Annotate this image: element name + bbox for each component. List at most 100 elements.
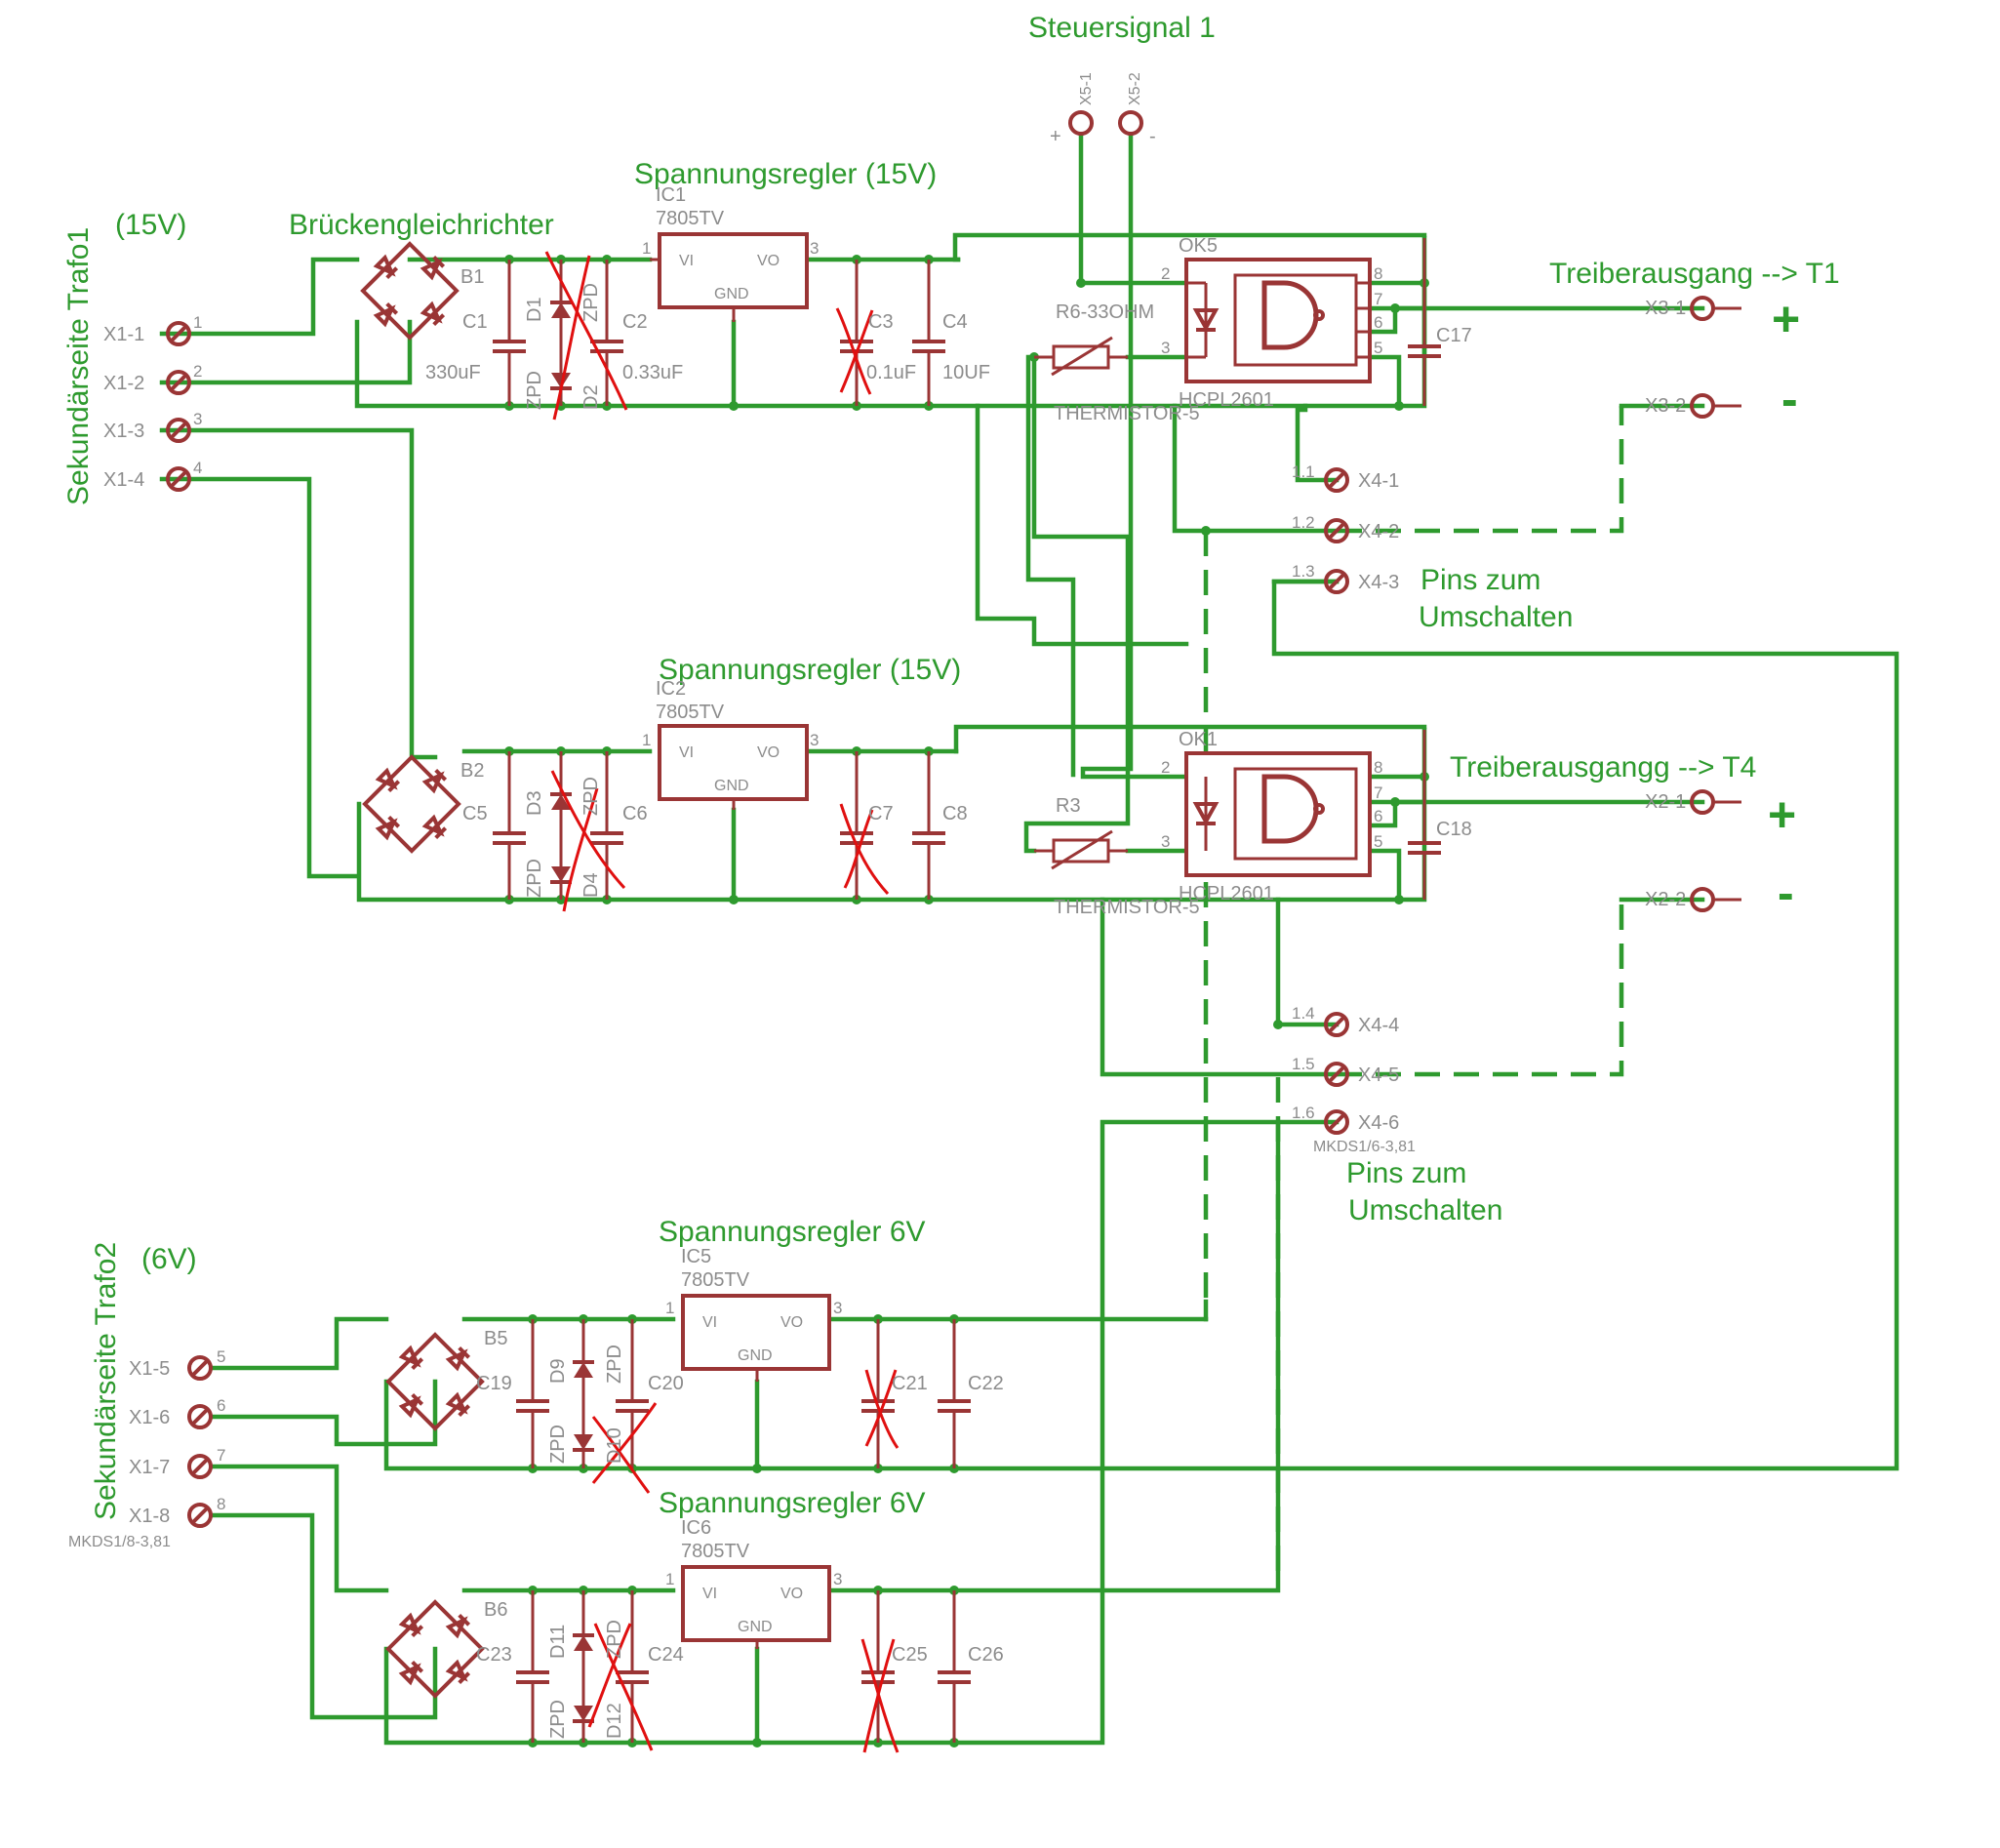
schematic-label: 1.3 xyxy=(1292,562,1315,581)
schematic-label: ZPD xyxy=(547,1700,569,1739)
schematic-label: ZPD xyxy=(524,371,545,410)
schematic-label: B1 xyxy=(460,266,484,288)
schematic-label: 5 xyxy=(1374,832,1382,851)
schematic-label: OK5 xyxy=(1179,235,1218,257)
capacitor-c17 xyxy=(1406,238,1443,406)
schematic-label: B2 xyxy=(460,760,484,782)
schematic-label: 3 xyxy=(193,410,202,428)
schematic-label: C22 xyxy=(968,1373,1004,1394)
junctions xyxy=(504,255,1429,1748)
schematic-label: 3 xyxy=(1161,832,1170,851)
schematic-label: C7 xyxy=(868,803,894,824)
schematic-label: C6 xyxy=(622,803,648,824)
cross-out-marks xyxy=(544,251,900,1753)
schematic-label: 6 xyxy=(1374,313,1382,332)
schematic-label: 7 xyxy=(1374,783,1382,802)
schematic-label: 330uF xyxy=(425,362,481,383)
schematic-label: ZPD xyxy=(524,859,545,898)
schematic-label: MKDS1/8-3,81 xyxy=(68,1534,171,1550)
schematic-label: 8 xyxy=(1374,264,1382,283)
trafo1-voltage: (15V) xyxy=(115,209,186,241)
schematic-label: GND xyxy=(714,778,749,794)
steuersignal-heading: Steuersignal 1 xyxy=(1028,12,1216,44)
x5-minus: - xyxy=(1149,126,1156,147)
schematic-label: D2 xyxy=(580,384,602,410)
schematic-label: 2 xyxy=(193,362,202,381)
schematic-label: 4 xyxy=(193,459,202,477)
schematic-label: R6-33OHM xyxy=(1056,301,1154,323)
schematic-label: X1-7 xyxy=(129,1457,170,1478)
trafo2-voltage: (6V) xyxy=(141,1243,197,1275)
schematic-label: X3-2 xyxy=(1645,395,1686,417)
regulator-ic1 xyxy=(650,232,809,322)
schematic-label: D3 xyxy=(524,790,545,816)
schematic-label: ZPD xyxy=(547,1425,569,1464)
dashed-wires xyxy=(1203,406,1624,1571)
schematic-label: D9 xyxy=(547,1358,569,1384)
schematic-label: VI xyxy=(679,253,694,269)
schematic-label: IC6 xyxy=(681,1517,711,1539)
schematic-label: C26 xyxy=(968,1644,1004,1666)
schematic-label: GND xyxy=(714,286,749,302)
schematic-label: 6 xyxy=(217,1396,225,1415)
schematic-label: X4-4 xyxy=(1358,1015,1399,1036)
schematic-label: VI xyxy=(702,1586,717,1602)
schematic-label: X5-1 xyxy=(1078,72,1095,105)
schematic-label: 7805TV xyxy=(681,1541,750,1562)
stage2-parts xyxy=(491,751,947,900)
schematic-label: 7805TV xyxy=(656,208,725,229)
schematic-label: D12 xyxy=(604,1703,625,1739)
optocoupler-ok1 xyxy=(1184,751,1372,877)
schematic-label: VO xyxy=(757,253,780,269)
schematic-label: 1.6 xyxy=(1292,1104,1315,1122)
schematic-label: 1.5 xyxy=(1292,1055,1315,1073)
schematic-label: C20 xyxy=(648,1373,684,1394)
t1-plus: + xyxy=(1772,292,1800,346)
schematic-label: C8 xyxy=(942,803,968,824)
schematic-label: IC5 xyxy=(681,1246,711,1267)
optocoupler-ok5 xyxy=(1184,258,1372,383)
schematic-label: VO xyxy=(780,1314,803,1331)
schematic-label: ZPD xyxy=(580,283,602,322)
schematic-label: C2 xyxy=(622,311,648,333)
trafo2-label: Sekundärseite Trafo2 xyxy=(90,1242,122,1520)
schematic-label: X4-6 xyxy=(1358,1112,1399,1134)
schematic-label: 7805TV xyxy=(656,702,725,723)
x5-plus: + xyxy=(1050,126,1061,147)
schematic-label: 3 xyxy=(1161,339,1170,357)
wires xyxy=(159,134,1900,1746)
trafo1-label: Sekundärseite Trafo1 xyxy=(62,227,95,505)
schematic-label: GND xyxy=(738,1619,773,1635)
schematic-label: C1 xyxy=(462,311,488,333)
schematic-label: 6 xyxy=(1374,807,1382,825)
schematic-label: B5 xyxy=(484,1328,507,1349)
schematic-label: 5 xyxy=(1374,339,1382,357)
schematic-label: X1-2 xyxy=(103,373,144,394)
schematic-label: X1-4 xyxy=(103,469,144,491)
schematic-label: 0.33uF xyxy=(622,362,683,383)
regulator-1-label: Spannungsregler (15V) xyxy=(634,158,937,190)
schematic-label: X4-2 xyxy=(1358,521,1399,542)
schematic-label: GND xyxy=(738,1347,773,1364)
schematic-label: C17 xyxy=(1436,325,1472,346)
capacitor-c18 xyxy=(1406,730,1443,900)
schematic-label: X1-6 xyxy=(129,1407,170,1428)
schematic-label: THERMISTOR-5 xyxy=(1054,403,1200,424)
schematic-label: OK1 xyxy=(1179,729,1218,750)
schematic-label: X4-3 xyxy=(1358,572,1399,593)
schematic-label: ZPD xyxy=(604,1620,625,1659)
schematic-label: 10UF xyxy=(942,362,990,383)
schematic-label: ZPD xyxy=(580,777,602,816)
regulator-2-label: Spannungsregler (15V) xyxy=(659,654,961,686)
switch-pins-2-label-a: Pins zum xyxy=(1346,1157,1466,1189)
schematic-label: 3 xyxy=(810,239,819,258)
schematic-label: C24 xyxy=(648,1644,684,1666)
schematic-label: VO xyxy=(780,1586,803,1602)
schematic-label: 3 xyxy=(833,1299,842,1317)
schematic-label: X1-5 xyxy=(129,1358,170,1380)
schematic-label: VO xyxy=(757,744,780,761)
schematic-label: 1 xyxy=(642,239,651,258)
schematic-label: X1-3 xyxy=(103,421,144,442)
schematic-label: 1 xyxy=(193,313,202,332)
